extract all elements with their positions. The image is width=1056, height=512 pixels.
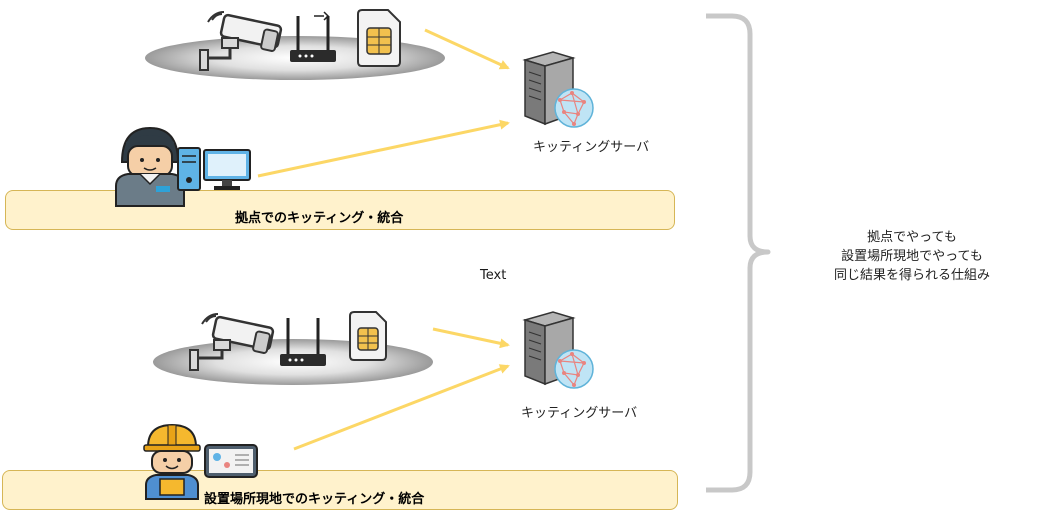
tablet-icon — [204, 444, 258, 478]
bottom-band — [2, 470, 678, 510]
globe-icon — [554, 88, 594, 128]
router-icon — [280, 318, 326, 366]
arrow-bottom-tablet-to-server — [293, 364, 510, 451]
bottom-server-label: キッティングサーバ — [521, 406, 638, 421]
bottom-band-label: 設置場所現地でのキッティング・統合 — [204, 492, 425, 507]
top-band-label: 拠点でのキッティング・統合 — [235, 211, 404, 226]
technician-icon — [115, 126, 185, 207]
arrow-bottom-devices-to-server — [432, 327, 510, 349]
summary-brace — [706, 13, 771, 493]
globe-icon — [554, 349, 594, 389]
router-icon — [290, 11, 336, 62]
camera-icon — [189, 313, 275, 371]
summary-text: 拠点でやっても 設置場所現地でやっても 同じ結果を得られる仕組み — [800, 228, 1024, 285]
sim-card-icon — [349, 311, 387, 361]
summary-line-2: 設置場所現地でやっても — [841, 249, 983, 264]
engineer-icon — [143, 423, 201, 500]
sim-card-icon — [357, 9, 401, 67]
top-server-label: キッティングサーバ — [533, 140, 650, 155]
middle-text: Text — [480, 268, 507, 283]
desktop-pc-icon — [177, 147, 251, 191]
arrow-top-devices-to-server — [424, 28, 510, 70]
summary-line-3: 同じ結果を得られる仕組み — [833, 268, 990, 283]
camera-icon — [199, 11, 283, 71]
summary-line-1: 拠点でやっても — [867, 230, 957, 245]
arrow-top-pc-to-server — [257, 119, 510, 178]
